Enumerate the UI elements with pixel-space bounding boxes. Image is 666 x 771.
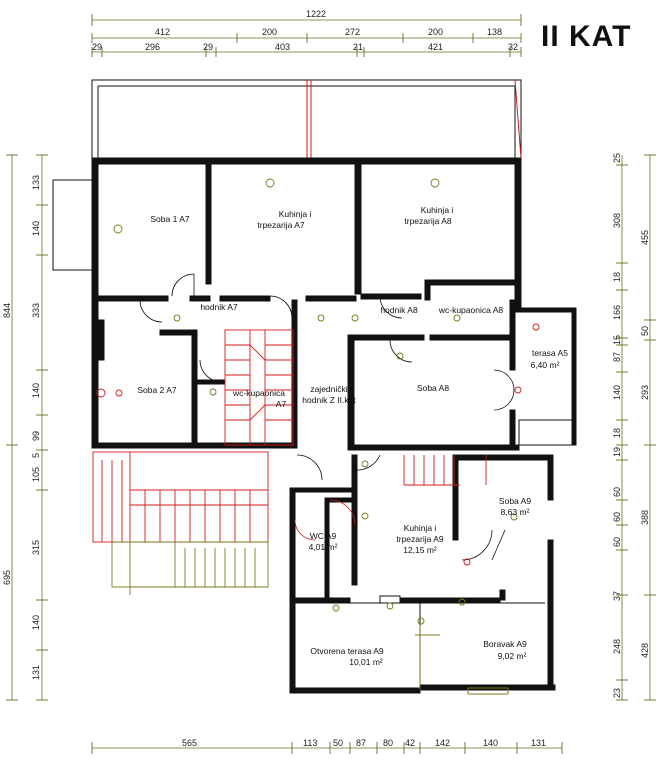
room-wc-a9: WC A9 <box>310 531 337 541</box>
dim-bottom-8: 131 <box>531 738 546 748</box>
dim-right1-10: 60 <box>612 512 622 522</box>
floor-title: II KAT <box>541 20 632 53</box>
dim-bottom-5: 42 <box>405 738 415 748</box>
top-dimensions: 1222 412 200 272 200 138 29 296 29 403 2… <box>91 9 522 57</box>
room-kuhinja-a9-l1: Kuhinja i <box>404 523 437 533</box>
room-otvorena-terasa-a9-area: 10,01 m² <box>349 657 383 667</box>
dim-right1-2: 18 <box>612 272 622 282</box>
room-kuhinja-a7-l1: Kuhinja i <box>279 209 312 219</box>
dim-right1-6: 140 <box>612 385 622 400</box>
dim-left-0: 133 <box>31 175 41 190</box>
dim-left-2: 333 <box>31 303 41 318</box>
room-boravak-a9: Boravak A9 <box>483 639 527 649</box>
room-hodnik-z-l2: hodnik Z II.kat <box>302 395 356 405</box>
room-hodnik-z-l1: zajednički <box>310 384 347 394</box>
dim-right1-5: 87 <box>612 352 622 362</box>
right-dimensions: 25 308 18 166 15 87 140 18 19 60 60 60 3… <box>612 153 656 701</box>
room-soba-a9: Soba A9 <box>499 496 531 506</box>
dim-top-r2-4: 21 <box>353 42 363 52</box>
dim-right1-9: 60 <box>612 487 622 497</box>
room-hodnik-a8: hodnik A8 <box>380 305 418 315</box>
dim-top-r2-5: 421 <box>428 42 443 52</box>
dim-right1-11: 60 <box>612 537 622 547</box>
dim-right1-12: 37 <box>612 591 622 601</box>
dim-right1-4: 15 <box>612 335 622 345</box>
room-kuhinja-a8-l1: Kuhinja i <box>421 205 454 215</box>
dim-left-5: 105 <box>31 467 41 482</box>
dim-right1-14: 23 <box>612 688 622 698</box>
room-hodnik-a7: hodnik A7 <box>200 302 238 312</box>
dim-right2-0: 455 <box>640 230 650 245</box>
room-terasa-a5: terasa A5 <box>532 348 568 358</box>
dim-top-r1-4: 138 <box>487 27 502 37</box>
room-boravak-a9-area: 9,02 m² <box>498 651 527 661</box>
room-wc-a8: wc-kupaonica A8 <box>438 305 504 315</box>
dim-right1-0: 25 <box>612 153 622 163</box>
dim-top-r2-3: 403 <box>275 42 290 52</box>
dim-top-r1-0: 412 <box>155 27 170 37</box>
room-kuhinja-a7-l2: trpezarija A7 <box>257 220 305 230</box>
dim-right1-7: 18 <box>612 428 622 438</box>
dim-top-total: 1222 <box>306 9 326 19</box>
dim-left-total1: 844 <box>2 303 12 318</box>
dim-top-r2-1: 296 <box>145 42 160 52</box>
dim-top-r2-6: 32 <box>508 42 518 52</box>
dim-left-6: 315 <box>31 540 41 555</box>
dim-left-total2: 695 <box>2 570 12 585</box>
room-wc-a9-area: 4,01 m² <box>309 542 338 552</box>
dim-bottom-4: 80 <box>383 738 393 748</box>
dim-left-small: 5 <box>31 453 41 458</box>
room-soba1-a7: Soba 1 A7 <box>150 214 190 224</box>
dim-bottom-3: 87 <box>356 738 366 748</box>
dim-top-r1-2: 272 <box>345 27 360 37</box>
dim-right2-1: 50 <box>640 326 650 336</box>
door-swings <box>139 273 515 561</box>
room-wc-a7-l1: wc-kupaonica <box>232 388 285 398</box>
room-soba-a8: Soba A8 <box>417 383 449 393</box>
dim-left-4: 99 <box>31 431 41 441</box>
dim-right1-1: 308 <box>612 213 622 228</box>
dim-right1-13: 248 <box>612 639 622 654</box>
left-dimensions: 844 695 133 140 333 140 99 105 315 140 1… <box>2 154 48 701</box>
room-kuhinja-a8-l2: trpezarija A8 <box>404 216 452 226</box>
dim-right2-4: 428 <box>640 643 650 658</box>
room-soba2-a7: Soba 2 A7 <box>137 385 177 395</box>
dim-right1-3: 166 <box>612 305 622 320</box>
room-soba-a9-area: 8,63 m² <box>501 507 530 517</box>
room-kuhinja-a9-area: 12,15 m² <box>403 545 437 555</box>
dim-bottom-2: 50 <box>333 738 343 748</box>
bottom-dimensions: 565 113 50 87 80 42 142 140 131 <box>91 738 563 754</box>
dim-bottom-7: 140 <box>483 738 498 748</box>
dim-left-8: 131 <box>31 665 41 680</box>
dim-top-r1-1: 200 <box>262 27 277 37</box>
dim-left-3: 140 <box>31 383 41 398</box>
room-wc-a7-l2: A7 <box>276 399 287 409</box>
fixtures <box>96 178 540 690</box>
dim-left-1: 140 <box>31 221 41 236</box>
dim-left-7: 140 <box>31 615 41 630</box>
dim-bottom-0: 565 <box>182 738 197 748</box>
dim-right2-3: 388 <box>640 510 650 525</box>
dim-right1-8: 19 <box>612 447 622 457</box>
dim-right2-2: 293 <box>640 385 650 400</box>
dim-bottom-1: 113 <box>303 738 317 748</box>
room-kuhinja-a9-l2: trpezarija A9 <box>396 534 444 544</box>
dim-bottom-6: 142 <box>435 738 450 748</box>
room-labels: Soba 1 A7 Kuhinja i trpezarija A7 Kuhinj… <box>137 205 568 667</box>
room-otvorena-terasa-a9: Otvorena terasa A9 <box>310 646 384 656</box>
dim-top-r2-0: 29 <box>92 42 102 52</box>
staircase <box>92 329 487 543</box>
room-terasa-a5-area: 6,40 m² <box>531 360 560 370</box>
exterior-stair <box>111 541 269 595</box>
walls <box>52 79 577 695</box>
dim-top-r1-3: 200 <box>428 27 443 37</box>
dim-top-r2-2: 29 <box>203 42 213 52</box>
